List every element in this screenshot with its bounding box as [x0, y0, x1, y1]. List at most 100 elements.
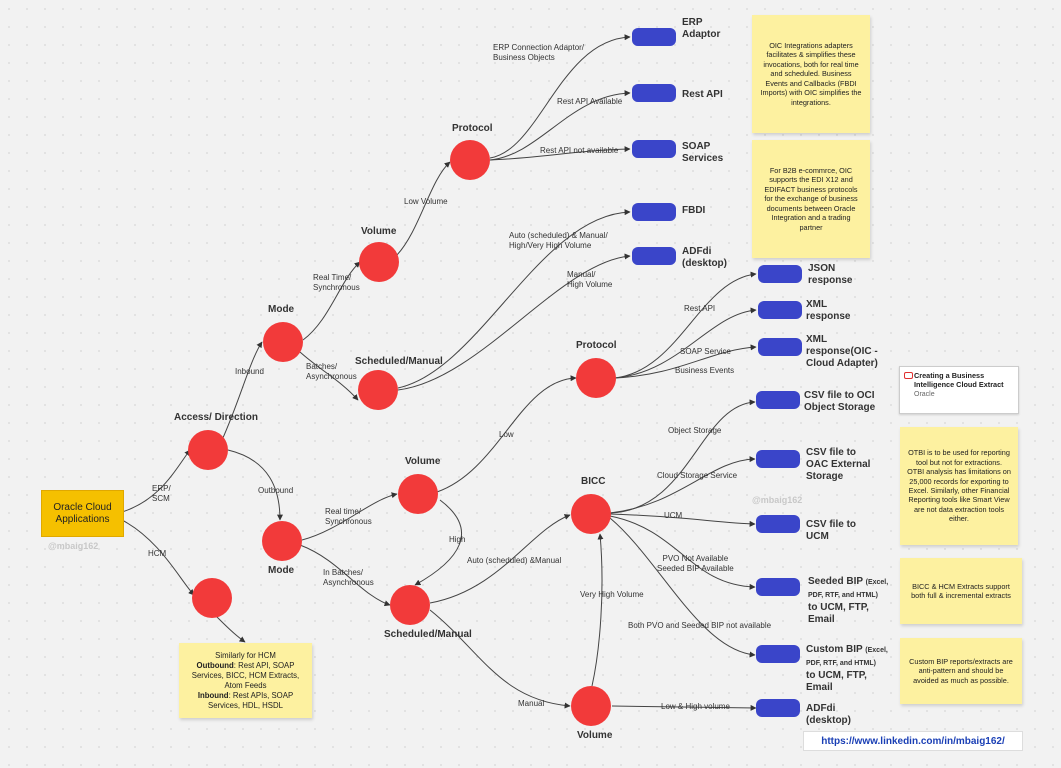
edge-label-both-not: Both PVO and Seeded BIP not available — [628, 621, 772, 630]
note-hcm-inbound-label: Inbound — [197, 690, 229, 700]
protocol-inbound-node[interactable] — [450, 140, 490, 180]
edge-label-rest-available: Rest API Available — [557, 97, 623, 106]
seeded-bip-label: Seeded BIP (Excel, PDF, RTF, and HTML) t… — [808, 576, 888, 626]
access-direction-title: Access/ Direction — [174, 412, 258, 423]
edge-label-low-volume: Low Volume — [404, 197, 448, 206]
mode-inbound-node[interactable] — [263, 322, 303, 362]
adfdi-pill[interactable] — [632, 247, 676, 265]
volume-bottom-node[interactable] — [571, 686, 611, 726]
bicc-title: BICC — [581, 476, 606, 487]
custom-bip-pill[interactable] — [756, 645, 800, 663]
edge-label-erp-scm: ERP/ SCM — [152, 484, 171, 503]
xml-oic-pill[interactable] — [758, 338, 802, 356]
note-bicc-hcm: BICC & HCM Extracts support both full & … — [900, 558, 1022, 624]
note-b2b: For B2B e-commrce, OIC supports the EDI … — [752, 140, 870, 258]
edge-label-realtime-sync-out: Real time/ Synchronous — [325, 507, 372, 526]
volume-bottom-title: Volume — [577, 730, 613, 741]
edge-label-high: High — [449, 535, 466, 544]
bicc-node[interactable] — [571, 494, 611, 534]
mode-outbound-title: Mode — [268, 565, 295, 576]
seeded-bip-pill[interactable] — [756, 578, 800, 596]
seeded-bip-formats: (Excel, PDF, RTF, and HTML) — [808, 579, 889, 599]
scheduled-inbound-title: Scheduled/Manual — [355, 356, 443, 367]
fbdi-label: FBDI — [682, 205, 706, 216]
linkedin-link[interactable]: https://www.linkedin.com/in/mbaig162/ — [803, 731, 1023, 751]
soap-services-pill[interactable] — [632, 140, 676, 158]
scheduled-outbound-title: Scheduled/Manual — [384, 629, 472, 640]
edge-label-soap-service: SOAP Service — [680, 347, 731, 356]
watermark-2: @mbaig162 — [752, 495, 803, 505]
note-hcm-inbound: : Rest APIs, SOAP Services, HDL, HSDL — [208, 690, 294, 710]
edge-label-rest-api: Rest API — [684, 304, 716, 313]
note-custom-bip: Custom BIP reports/extracts are anti-pat… — [900, 638, 1022, 704]
bicc-extract-card[interactable]: Creating a Business Intelligence Cloud E… — [899, 366, 1019, 414]
note-hcm-outbound-label: Outbound — [196, 660, 234, 670]
custom-bip-label: Custom BIP (Excel, PDF, RTF, and HTML) t… — [806, 644, 888, 694]
edge-label-inbound: Inbound — [235, 367, 264, 376]
fbdi-pill[interactable] — [632, 203, 676, 221]
edge-label-in-batches: In Batches/ Asynchronous — [323, 568, 374, 587]
edge-label-object-storage: Object Storage — [668, 426, 722, 435]
json-response-pill[interactable] — [758, 265, 802, 283]
note-otbi-text: OTBI is to be used for reporting tool bu… — [907, 448, 1011, 524]
linkedin-link-text[interactable]: https://www.linkedin.com/in/mbaig162/ — [821, 735, 1005, 747]
csv-oac-pill[interactable] — [756, 450, 800, 468]
csv-oci-label: CSV file to OCI Object Storage — [804, 390, 876, 413]
mode-outbound-node[interactable] — [262, 521, 302, 561]
root-node[interactable]: Oracle Cloud Applications — [41, 490, 124, 537]
csv-ucm-pill[interactable] — [756, 515, 800, 533]
edge-label-ucm: UCM — [664, 511, 683, 520]
edge-label-outbound: Outbound — [258, 486, 294, 495]
protocol-inbound-title: Protocol — [452, 123, 493, 134]
json-response-label: JSON response — [808, 263, 853, 286]
erp-adaptor-pill[interactable] — [632, 28, 676, 46]
adfdi-bottom-label: ADFdi (desktop) — [806, 703, 851, 726]
hcm-node[interactable] — [192, 578, 232, 618]
seeded-bip-targets: to UCM, FTP, Email — [808, 602, 869, 625]
note-custom-bip-text: Custom BIP reports/extracts are anti-pat… — [909, 656, 1013, 685]
note-hcm-outbound: : Rest API, SOAP Services, BICC, HCM Ext… — [191, 660, 300, 690]
edge-label-low-high: Low & High volume — [661, 702, 730, 711]
card-subtitle: Oracle — [914, 391, 935, 398]
mode-inbound-title: Mode — [268, 304, 295, 315]
edge-label-batches-async: Batches/ Asynchronous — [306, 362, 357, 381]
xml-response-pill[interactable] — [758, 301, 802, 319]
root-label: Oracle Cloud Applications — [53, 501, 112, 525]
edge-label-manual: Manual — [518, 699, 545, 708]
scheduled-outbound-node[interactable] — [390, 585, 430, 625]
card-title: Creating a Business Intelligence Cloud E… — [914, 371, 1004, 389]
edge-label-auto-manual: Auto (scheduled) &Manual — [467, 556, 562, 565]
note-oic-text: OIC Integrations adapters facilitates & … — [760, 41, 862, 107]
volume-outbound-node[interactable] — [398, 474, 438, 514]
edge-label-low: Low — [499, 430, 514, 439]
volume-inbound-title: Volume — [361, 226, 397, 237]
volume-inbound-node[interactable] — [359, 242, 399, 282]
custom-bip-targets: to UCM, FTP, Email — [806, 670, 867, 693]
edge-label-auto-manual-high: Auto (scheduled) & Manual/ High/Very Hig… — [509, 231, 608, 250]
adfdi-bottom-pill[interactable] — [756, 699, 800, 717]
note-oic: OIC Integrations adapters facilitates & … — [752, 15, 870, 133]
xml-response-label: XML response — [806, 299, 851, 322]
note-hcm: Similarly for HCM Outbound: Rest API, SO… — [179, 643, 312, 718]
xml-oic-label: XML response(OIC - Cloud Adapter) — [806, 334, 878, 369]
scheduled-inbound-node[interactable] — [358, 370, 398, 410]
volume-outbound-title: Volume — [405, 456, 441, 467]
rest-api-pill[interactable] — [632, 84, 676, 102]
note-hcm-line1: Similarly for HCM — [215, 650, 276, 660]
custom-bip-title: Custom BIP — [806, 644, 863, 655]
access-direction-node[interactable] — [188, 430, 228, 470]
edge-label-rest-not: Rest API not available — [540, 146, 619, 155]
note-bicc-hcm-text: BICC & HCM Extracts support both full & … — [911, 581, 1011, 600]
edge-label-realtime-sync: Real Time/ Synchronous — [313, 273, 360, 292]
edge-label-manual-high: Manual/ High Volume — [567, 270, 613, 289]
edge-label-cloud-storage: Cloud Storage Service — [657, 471, 738, 480]
csv-oci-pill[interactable] — [756, 391, 800, 409]
link-card-icon — [904, 372, 913, 379]
protocol-outbound-node[interactable] — [576, 358, 616, 398]
edge-label-erp-conn: ERP Connection Adaptor/ Business Objects — [493, 43, 585, 62]
adfdi-label: ADFdi (desktop) — [682, 246, 727, 269]
erp-adaptor-label: ERP Adaptor — [682, 17, 721, 40]
soap-services-label: SOAP Services — [682, 141, 724, 164]
note-otbi: OTBI is to be used for reporting tool bu… — [900, 427, 1018, 545]
